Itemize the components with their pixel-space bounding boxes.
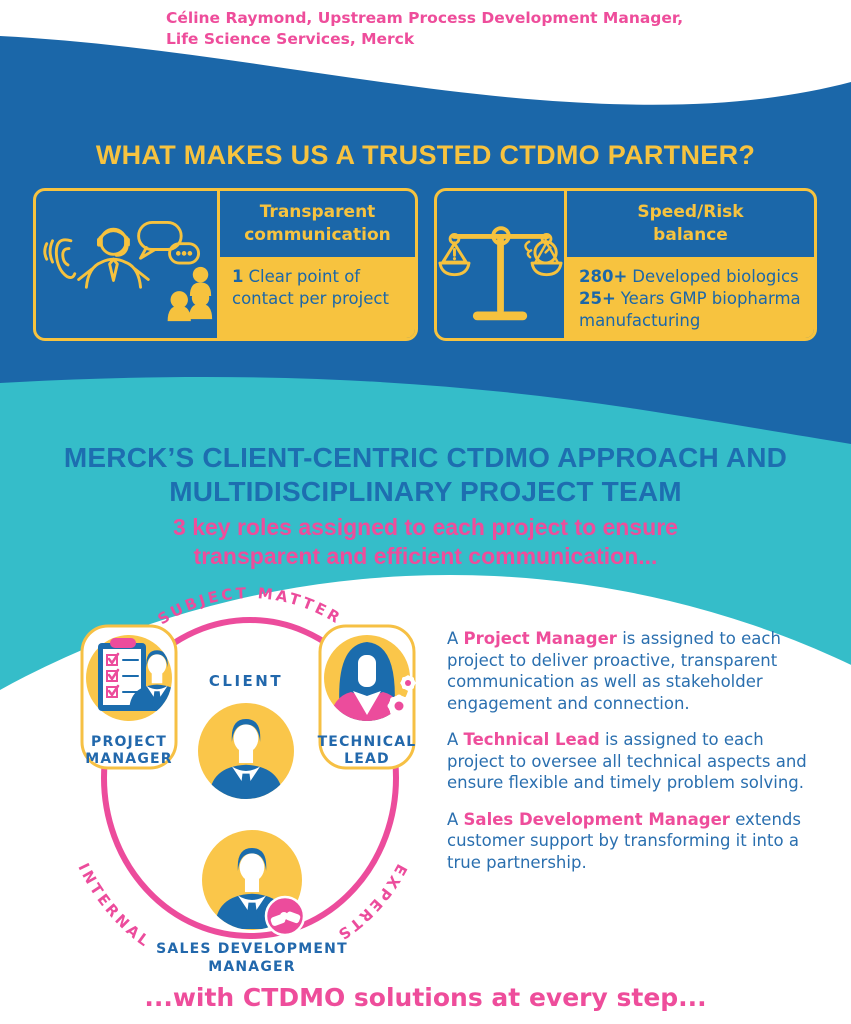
approach-title-line1: MERCK’S CLIENT-CENTRIC CTDMO APPROACH AN… bbox=[63, 442, 788, 473]
clipboard-icon bbox=[98, 638, 146, 711]
sales-development-manager-avatar bbox=[202, 830, 306, 937]
card2-stats: 280+Developed biologics 25+Years GMP bio… bbox=[567, 257, 814, 338]
technical-lead-badge: TECHNICAL LEAD bbox=[318, 624, 417, 770]
stat-line: 280+Developed biologics bbox=[579, 267, 799, 286]
card-speed-risk-balance: Speed/Risk balance 280+Developed biologi… bbox=[434, 188, 817, 341]
project-team-diagram: SUBJECT MATTER EXPERTS INTERNAL bbox=[74, 585, 417, 975]
arc-label-experts: EXPERTS bbox=[333, 861, 411, 945]
project-manager-badge: PROJECT MANAGER bbox=[80, 624, 178, 770]
card1-title: Transparent communication bbox=[220, 191, 415, 257]
attribution-text: Céline Raymond, Upstream Process Develop… bbox=[166, 8, 683, 50]
approach-title: MERCK’S CLIENT-CENTRIC CTDMO APPROACH AN… bbox=[0, 441, 851, 509]
client-label: CLIENT bbox=[209, 672, 283, 690]
trusted-partner-title: WHAT MAKES US A TRUSTED CTDMO PARTNER? bbox=[95, 140, 756, 170]
card2-title-line2: balance bbox=[653, 225, 728, 245]
sales-development-manager-paragraph: A Sales Development Manager extends cust… bbox=[447, 809, 801, 872]
role-label-technical: TECHNICAL bbox=[318, 734, 417, 750]
approach-subtitle-line2: transparent and efficient communication.… bbox=[193, 543, 658, 569]
attribution-line2: Life Science Services, Merck bbox=[166, 30, 415, 48]
sales-development-manager-highlight: Sales Development Manager bbox=[463, 809, 730, 829]
gears-icon bbox=[387, 675, 416, 718]
role-label-sdm-manager: MANAGER bbox=[208, 959, 296, 975]
project-manager-paragraph: A Project Manager is assigned to each pr… bbox=[447, 629, 781, 713]
approach-title-line2: MULTIDISCIPLINARY PROJECT TEAM bbox=[169, 476, 682, 507]
role-descriptions: A Project Manager is assigned to each pr… bbox=[447, 628, 815, 888]
technical-lead-paragraph: A Technical Lead is assigned to each pro… bbox=[447, 730, 807, 792]
approach-subtitle: 3 key roles assigned to each project to … bbox=[0, 513, 851, 571]
communication-icon bbox=[36, 191, 220, 338]
stat-line: 25+Years GMP biopharma manufacturing bbox=[579, 289, 801, 330]
project-manager-highlight: Project Manager bbox=[463, 629, 617, 648]
card1-title-line2: communication bbox=[244, 225, 391, 245]
arc-label-internal: INTERNAL bbox=[74, 860, 154, 951]
speed-risk-balance-icon bbox=[437, 191, 567, 338]
white-blob bbox=[0, 575, 851, 1024]
approach-subtitle-line1: 3 key roles assigned to each project to … bbox=[173, 514, 678, 540]
card2-title: Speed/Risk balance bbox=[567, 191, 814, 257]
footer-tagline: ...with CTDMO solutions at every step... bbox=[144, 983, 707, 1012]
card2-title-line1: Speed/Risk bbox=[637, 202, 744, 222]
role-label-project: PROJECT bbox=[91, 734, 167, 750]
client-avatar bbox=[198, 703, 294, 799]
handshake-icon bbox=[264, 895, 306, 937]
role-label-lead: LEAD bbox=[344, 751, 390, 767]
technical-lead-highlight: Technical Lead bbox=[463, 730, 600, 749]
card1-title-line1: Transparent bbox=[259, 202, 376, 222]
attribution-line1: Céline Raymond, Upstream Process Develop… bbox=[166, 9, 684, 27]
role-label-manager: MANAGER bbox=[85, 751, 173, 767]
role-label-sales-development: SALES DEVELOPMENT bbox=[156, 941, 348, 957]
team-circle-ring bbox=[101, 617, 399, 939]
